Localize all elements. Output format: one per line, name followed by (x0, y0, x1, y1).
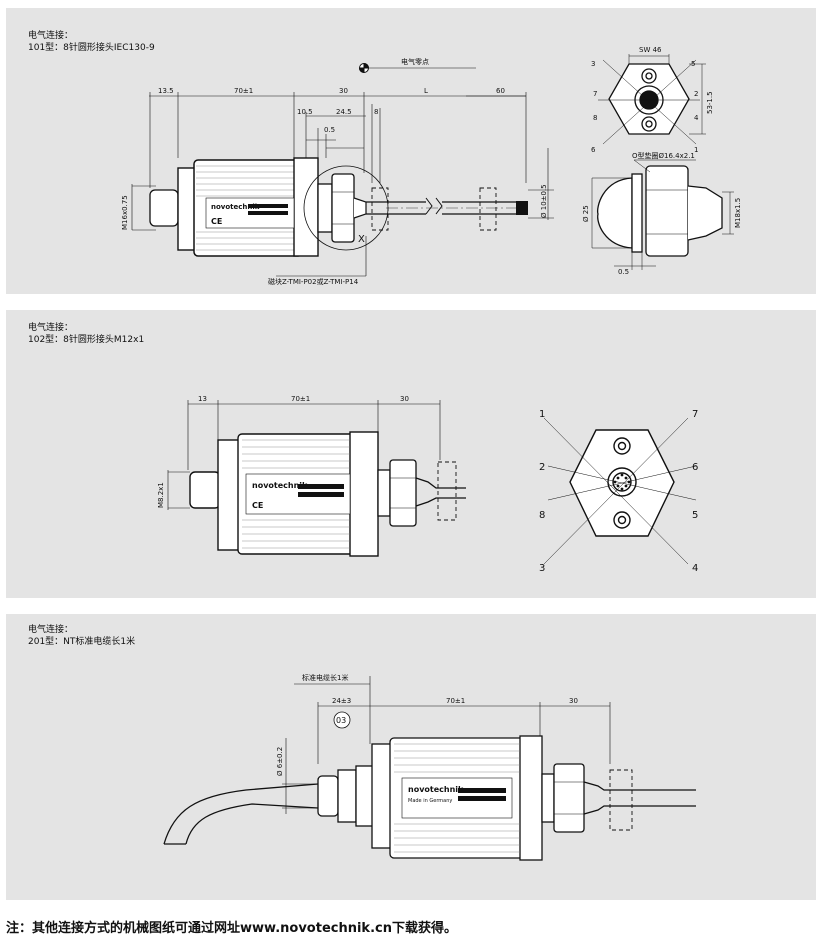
footer-note: 注：其他连接方式的机械图纸可通过网址www.novotechnik.cn下载获得… (6, 921, 457, 936)
p3-std-cable: 标准电缆长1米 (302, 673, 348, 682)
panel-type-101: 电气连接： 101型：8针圆形接头IEC130-9 (6, 8, 816, 294)
panel3-header-title: 电气连接： (28, 625, 74, 635)
p2-dim-30: 30 (400, 395, 409, 403)
p2-pin-2: 2 (539, 462, 545, 473)
p1-pin-7: 7 (593, 90, 597, 98)
panel1-brand: novotechnik (211, 203, 260, 211)
p1-dim-d25: Ø 25 (582, 205, 590, 222)
panel1-ce: CE (211, 217, 222, 226)
p1-pin-4: 4 (694, 114, 699, 122)
p1-dim-0-5: 0.5 (324, 126, 335, 134)
p1-ref-label: 电气零点 (401, 57, 429, 66)
panel-type-201: 电气连接： 201型：NT标准电缆长1米 标准电缆长1米 24±3 70±1 3… (6, 614, 816, 900)
p3-dim-d6: Ø 6±0.2 (276, 747, 284, 776)
panel1-header: 电气连接： 101型：8针圆形接头IEC130-9 (28, 30, 155, 54)
p1-dim-L: L (424, 87, 428, 95)
panel-type-102: 电气连接： 102型：8针圆形接头M12x1 13 70±1 30 M8.2x1 (6, 310, 816, 598)
p2-pin-4: 4 (692, 563, 698, 574)
p2-pin-5: 5 (692, 510, 698, 521)
p3-callout: 03 (336, 716, 346, 725)
panel1-header-title: 电气连接： (28, 31, 74, 41)
panel1-header-subtitle: 101型：8针圆形接头IEC130-9 (28, 43, 155, 53)
p3-dim-30: 30 (569, 697, 578, 705)
panel1-drawing: novotechnik CE 13.5 70±1 30 L 60 (121, 46, 742, 286)
p1-dim-m18: M18x1.5 (734, 198, 742, 228)
p2-pin-6: 6 (692, 462, 698, 473)
p3-dim-70: 70±1 (446, 697, 465, 705)
p1-sw46: SW 46 (639, 46, 662, 54)
p1-dim-53: 53-1.5 (706, 91, 714, 114)
p1-oring: O型垫圈Ø16.4x2.1 (632, 151, 695, 160)
panel2-header-subtitle: 102型：8针圆形接头M12x1 (28, 335, 145, 345)
p2-dim-70: 70±1 (291, 395, 310, 403)
p2-dim-13: 13 (198, 395, 207, 403)
p1-dim-24-5: 24.5 (336, 108, 352, 116)
panel2-header-title: 电气连接： (28, 323, 74, 333)
p1-dim-60: 60 (496, 87, 505, 95)
p2-pin-1: 1 (539, 409, 545, 420)
p1-dim-m16: M16x0.75 (121, 195, 129, 230)
p2-brand: novotechnik (252, 481, 308, 490)
p3-brand: novotechnik (408, 785, 464, 794)
p2-ce: CE (252, 501, 263, 510)
p1-pin-5: 5 (691, 60, 695, 68)
p1-pin-8: 8 (593, 114, 597, 122)
p3-brand-sub: Made in Germany (408, 798, 452, 804)
p1-dim-8: 8 (374, 108, 378, 116)
p1-pin-3: 3 (591, 60, 595, 68)
p2-pin-7: 7 (692, 409, 698, 420)
p2-dim-m8: M8.2x1 (157, 482, 165, 508)
panel3-header: 电气连接： 201型：NT标准电缆长1米 (28, 624, 135, 648)
p1-side-0-5: 0.5 (618, 268, 629, 276)
p1-x-label: X (358, 234, 365, 245)
p1-dim-10-5: 10.5 (297, 108, 313, 116)
panel2-header: 电气连接： 102型：8针圆形接头M12x1 (28, 322, 144, 346)
panel3-header-subtitle: 201型：NT标准电缆长1米 (28, 637, 136, 647)
p1-magnet-label: 磁块Z-TMI-P02或Z-TMI-P14 (268, 277, 359, 286)
p1-dim-13-5: 13.5 (158, 87, 174, 95)
p2-pin-8: 8 (539, 510, 545, 521)
panel3-drawing: 标准电缆长1米 24±3 70±1 30 Ø 6±0.2 03 (163, 673, 696, 861)
p2-pin-3: 3 (539, 563, 545, 574)
p3-dim-24: 24±3 (332, 697, 351, 705)
p1-pin-2: 2 (694, 90, 698, 98)
p1-dim-70: 70±1 (234, 87, 253, 95)
p1-dim-d10: Ø 10±0.5 (540, 184, 548, 218)
panel2-drawing: 13 70±1 30 M8.2x1 novotechnik CE (157, 395, 698, 574)
p1-dim-30: 30 (339, 87, 348, 95)
p1-pin-6: 6 (591, 146, 596, 154)
p1-pin-1: 1 (694, 146, 698, 154)
